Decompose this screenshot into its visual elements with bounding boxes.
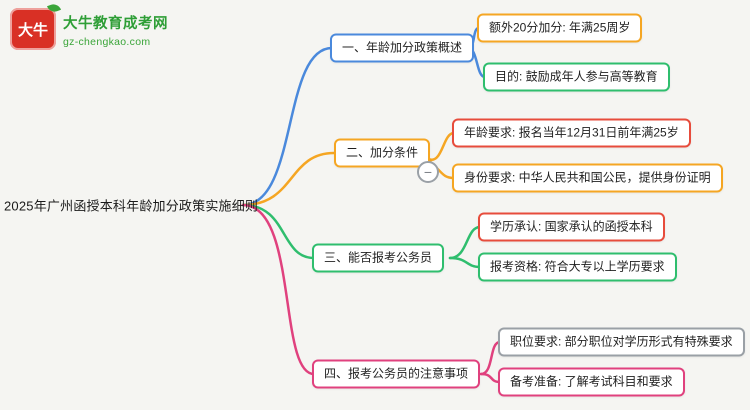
- branch-node-3[interactable]: 三、能否报考公务员: [312, 243, 445, 273]
- branch-node-2[interactable]: 二、加分条件: [334, 138, 431, 168]
- leaf-icon: [46, 2, 62, 14]
- collapse-button[interactable]: −: [417, 161, 439, 183]
- connector-root-branch4: [241, 203, 316, 376]
- leaf-node-4-1[interactable]: 职位要求: 部分职位对学历形式有特殊要求: [498, 327, 745, 357]
- site-url: gz-chengkao.com: [63, 36, 151, 48]
- leaf-node-3-2[interactable]: 报考资格: 符合大专以上学历要求: [478, 252, 677, 282]
- branch-node-4[interactable]: 四、报考公务员的注意事项: [312, 359, 481, 389]
- connector-root-branch1: [241, 46, 334, 207]
- leaf-node-3-1[interactable]: 学历承认: 国家承认的函授本科: [478, 212, 665, 242]
- logo-text-block: 大牛教育成考网 gz-chengkao.com: [63, 8, 168, 48]
- connector-branch3-leaf2: [448, 256, 482, 269]
- leaf-node-1-2[interactable]: 目的: 鼓励成年人参与高等教育: [483, 62, 670, 92]
- branch-node-1[interactable]: 一、年龄加分政策概述: [330, 33, 475, 63]
- site-logo[interactable]: 大牛 大牛教育成考网 gz-chengkao.com: [10, 2, 168, 50]
- logo-bull-badge: 大牛: [10, 2, 62, 50]
- root-node[interactable]: 2025年广州函授本科年龄加分政策实施细则: [4, 198, 259, 214]
- connector-branch2-leaf1: [424, 131, 456, 161]
- leaf-node-1-1[interactable]: 额外20分加分: 年满25周岁: [477, 13, 643, 43]
- leaf-node-2-2[interactable]: 身份要求: 中华人民共和国公民，提供身份证明: [452, 163, 723, 193]
- leaf-node-4-2[interactable]: 备考准备: 了解考试科目和要求: [498, 367, 685, 397]
- logo-brand-text: 大牛: [17, 21, 48, 39]
- site-name: 大牛教育成考网: [63, 16, 168, 32]
- connector-branch3-leaf1: [448, 225, 482, 260]
- minus-icon: −: [423, 164, 433, 180]
- leaf-node-2-1[interactable]: 年龄要求: 报名当年12月31日前年满25岁: [452, 118, 691, 148]
